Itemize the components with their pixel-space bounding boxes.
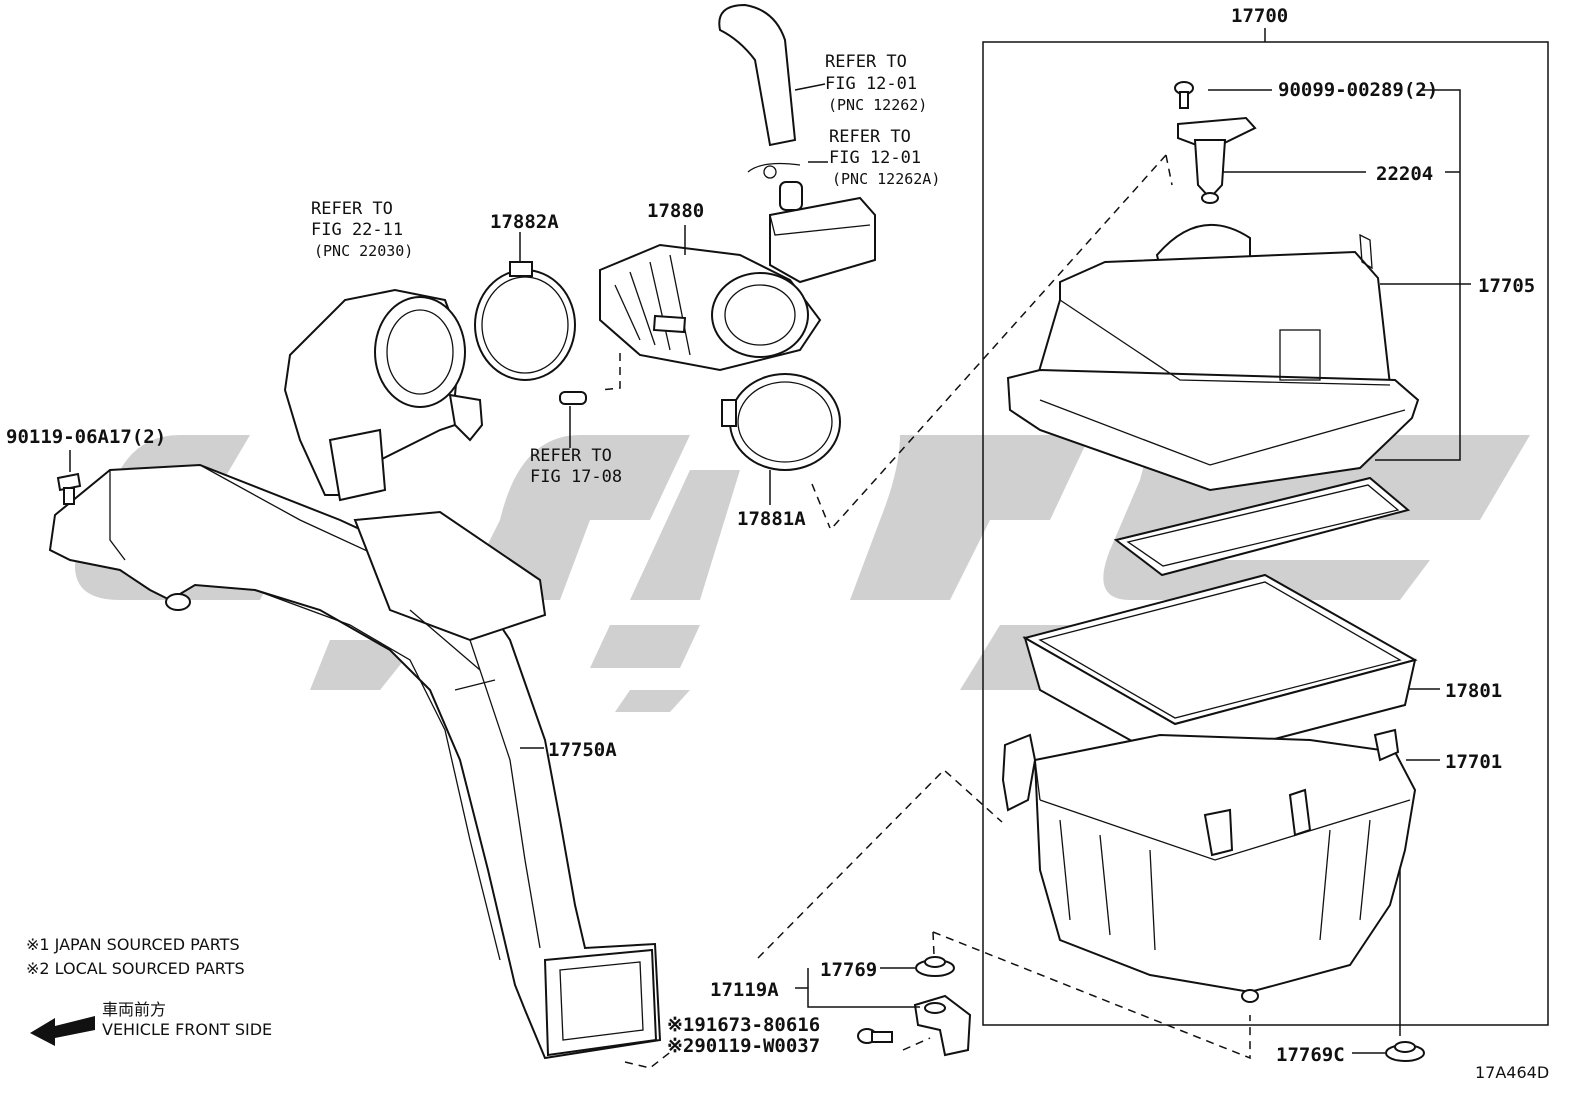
throttle-body <box>283 288 484 502</box>
part-17705: 17705 <box>1478 275 1535 297</box>
part-191673-80616: ※191673-80616 <box>667 1014 820 1036</box>
air-filter-element <box>1022 573 1418 767</box>
air-cleaner-cap <box>1006 223 1420 492</box>
assembly-outline <box>982 28 1549 1026</box>
grommet-c-icon <box>1385 1041 1425 1062</box>
bolt-90119-icon <box>56 450 82 505</box>
breather-hose <box>718 3 826 147</box>
hose-clip <box>747 161 828 179</box>
refer-1-line1: REFER TO <box>825 52 907 72</box>
hose-clamp-b <box>721 373 841 505</box>
intake-hose <box>599 225 822 372</box>
vacuum-pipe <box>559 391 587 448</box>
note-japan-sourced: ※1 JAPAN SOURCED PARTS <box>26 935 240 954</box>
refer-2-line3: (PNC 12262A) <box>832 170 940 188</box>
direction-label-jp: 車両前方 <box>102 1000 166 1019</box>
bolt-icon <box>857 1028 893 1044</box>
screw-icon <box>1174 81 1194 109</box>
refer-2-line2: FIG 12-01 <box>829 148 921 168</box>
hose-clamp-a <box>474 232 576 381</box>
part-290119-w0037: ※290119-W0037 <box>667 1035 820 1057</box>
part-17801: 17801 <box>1445 680 1502 702</box>
refer-3-line2: FIG 22-11 <box>311 220 403 240</box>
part-22204: 22204 <box>1376 163 1433 185</box>
air-intake-duct <box>48 463 662 1060</box>
note-local-sourced: ※2 LOCAL SOURCED PARTS <box>26 959 245 978</box>
cap-gasket <box>1113 476 1411 577</box>
part-17769: 17769 <box>820 959 877 981</box>
part-17701: 17701 <box>1445 751 1502 773</box>
part-17769c: 17769C <box>1276 1044 1345 1066</box>
part-17750a: 17750A <box>548 739 617 761</box>
part-17700: 17700 <box>1231 5 1288 27</box>
resonator <box>769 181 876 284</box>
grommet-icon <box>915 956 955 977</box>
refer-1-line2: FIG 12-01 <box>825 74 917 94</box>
refer-4-line1: REFER TO <box>530 446 612 466</box>
dashed-guide-lines <box>599 154 1251 1069</box>
front-arrow-icon <box>30 1016 95 1046</box>
bracket <box>913 994 972 1057</box>
figure-id: 17A464D <box>1475 1063 1549 1082</box>
part-17882a: 17882A <box>490 211 559 233</box>
direction-label-en: VEHICLE FRONT SIDE <box>102 1020 272 1039</box>
part-17119a: 17119A <box>710 979 779 1001</box>
refer-3-line1: REFER TO <box>311 199 393 219</box>
refer-3-line3: (PNC 22030) <box>314 242 413 260</box>
refer-1-line3: (PNC 12262) <box>828 96 927 114</box>
mass-air-flow-sensor <box>1177 116 1257 204</box>
refer-2-line1: REFER TO <box>829 127 911 147</box>
refer-4-line2: FIG 17-08 <box>530 467 622 487</box>
part-90119-06a17: 90119-06A17(2) <box>6 426 166 448</box>
air-cleaner-case <box>1001 728 1417 1003</box>
bracket-leader <box>795 967 920 1008</box>
part-90099-00289: 90099-00289(2) <box>1278 79 1438 101</box>
part-17881a: 17881A <box>737 508 806 530</box>
part-17880: 17880 <box>647 200 704 222</box>
